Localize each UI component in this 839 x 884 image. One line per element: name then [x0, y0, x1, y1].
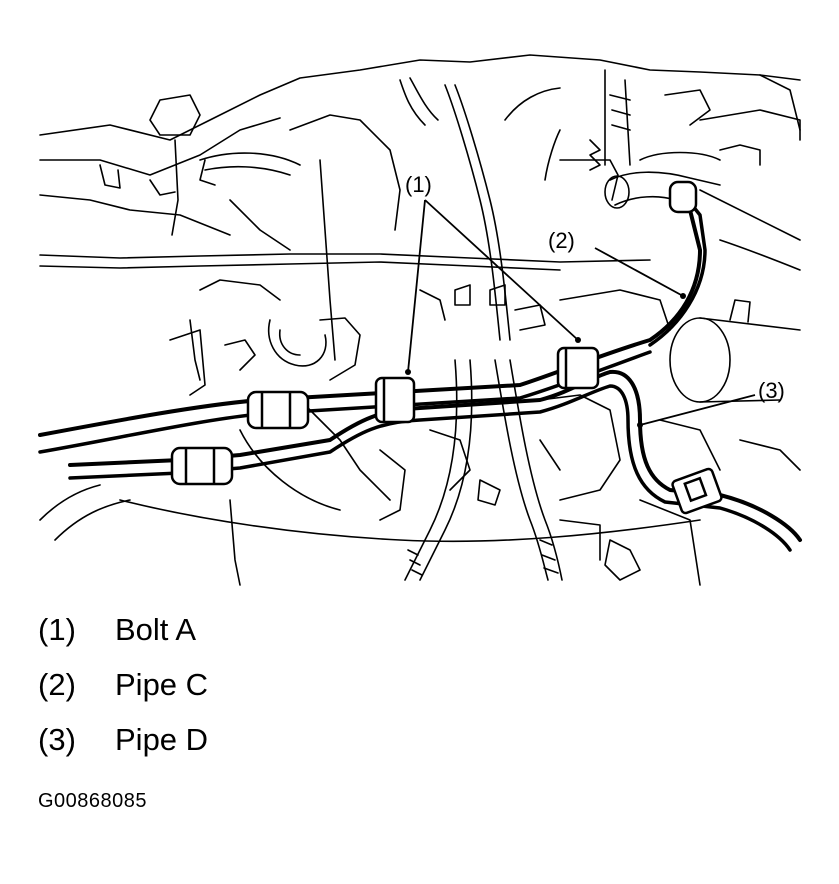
figure-id: G00868085 [38, 790, 148, 812]
legend-number: (3) [38, 722, 76, 757]
callout-2-label: (2) [548, 228, 575, 253]
pipe-c-end-fitting [668, 180, 698, 214]
leader-dots [405, 293, 686, 428]
leader-1-right [424, 199, 579, 341]
bolt-a-clamp-right [556, 346, 600, 390]
pipe-fittings [170, 180, 723, 515]
fitting-lower-left [170, 446, 234, 486]
bolt-a-clamp-left [374, 376, 416, 424]
leader-2 [594, 247, 684, 297]
callout-1-label: (1) [405, 172, 432, 197]
legend-item-pipe-c: (2) Pipe C [38, 667, 208, 722]
fitting-upper-left [246, 390, 310, 430]
legend: (1) Bolt A (2) Pipe C (3) Pipe D [38, 612, 208, 777]
legend-label: Bolt A [115, 612, 196, 647]
leader-1-left [407, 199, 426, 373]
background-engine-components [39, 54, 801, 586]
pipe-c-outline [38, 208, 702, 437]
engine-bay-line-drawing: (1) (2) (3) [38, 54, 802, 586]
callout-3-label: (3) [758, 378, 785, 403]
legend-number: (1) [38, 612, 76, 647]
legend-item-pipe-d: (3) Pipe D [38, 722, 208, 777]
leader-3 [639, 394, 756, 426]
legend-label: Pipe C [115, 667, 209, 702]
legend-number: (2) [38, 667, 76, 702]
callout-leaders [407, 199, 756, 426]
legend-label: Pipe D [115, 722, 209, 757]
legend-item-bolt-a: (1) Bolt A [38, 612, 208, 667]
